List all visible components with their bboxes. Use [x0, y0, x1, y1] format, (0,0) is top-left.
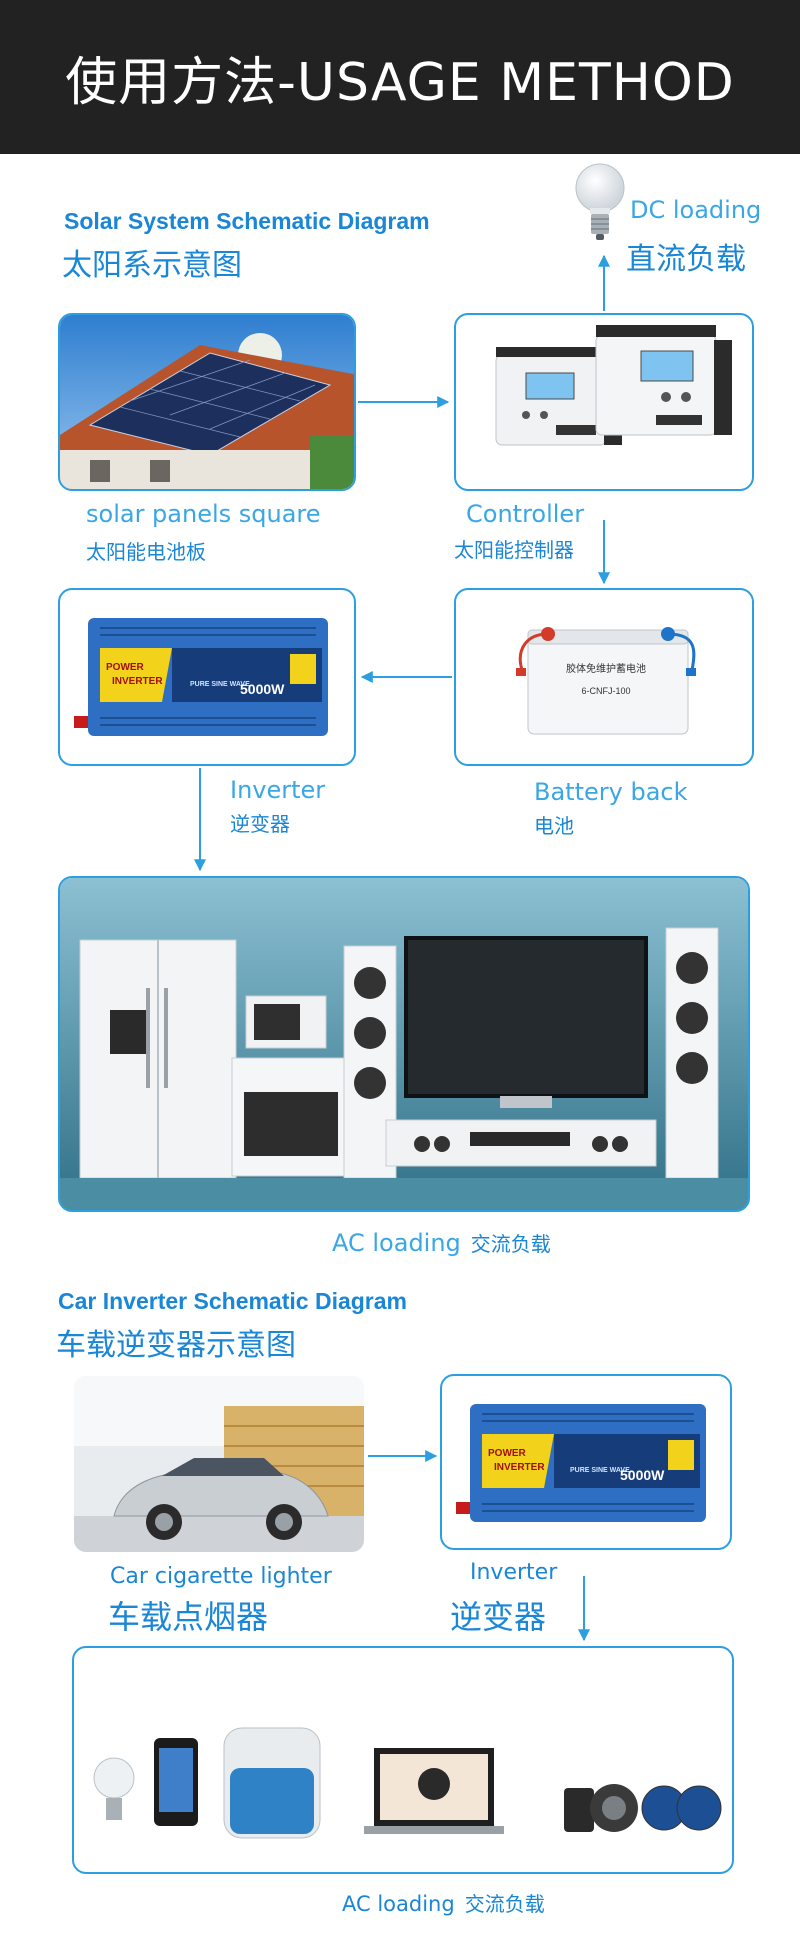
dc-loading-en: DC loading: [630, 196, 762, 224]
svg-text:6-CNFJ-100: 6-CNFJ-100: [581, 686, 630, 696]
car-ac-loading-cn: 交流负载: [464, 1892, 545, 1916]
speaker-icon: [641, 1785, 722, 1831]
page-title: 使用方法-USAGE METHOD: [65, 52, 735, 113]
car-inverter-icon: POWER INVERTER PURE SINE WAVE 5000W: [456, 1404, 706, 1522]
car-ac-box: [72, 1646, 734, 1874]
car-ac-loading-en: AC loading: [342, 1892, 455, 1916]
solar-panel-image: [58, 313, 356, 491]
battery-icon: 胶体免维护蓄电池 6-CNFJ-100: [516, 627, 696, 735]
controller-icon: [495, 325, 732, 446]
ac-loading-en: AC loading: [332, 1229, 461, 1257]
car-inverter-box: POWER INVERTER PURE SINE WAVE 5000W: [440, 1374, 732, 1550]
bulb-icon: [93, 1757, 135, 1820]
car-image: [72, 1374, 366, 1554]
car-ac-devices: [93, 1727, 722, 1839]
svg-text:PURE SINE WAVE: PURE SINE WAVE: [570, 1467, 630, 1474]
svg-text:INVERTER: INVERTER: [494, 1462, 545, 1473]
battery-en: Battery back: [534, 778, 688, 806]
solar-panels-cn: 太阳能电池板: [86, 540, 206, 564]
battery-cn: 电池: [534, 814, 574, 838]
dc-bulb-icon: [575, 163, 625, 240]
ac-loading-cn: 交流负载: [470, 1232, 551, 1256]
battery-box: 胶体免维护蓄电池 6-CNFJ-100: [454, 588, 754, 766]
inverter-cn: 逆变器: [230, 812, 290, 836]
inverter-box: POWER INVERTER PURE SINE WAVE 5000W: [58, 588, 356, 766]
solar-panels-en: solar panels square: [86, 500, 321, 528]
controller-cn: 太阳能控制器: [454, 538, 574, 562]
svg-text:5000W: 5000W: [240, 681, 285, 697]
lighter-en: Car cigarette lighter: [110, 1564, 332, 1589]
phone-icon: [154, 1738, 198, 1826]
svg-text:POWER: POWER: [488, 1448, 527, 1459]
svg-text:POWER: POWER: [106, 662, 145, 673]
inverter-icon: POWER INVERTER PURE SINE WAVE 5000W: [74, 618, 328, 736]
car-title-en: Car Inverter Schematic Diagram: [58, 1288, 407, 1314]
car-inverter-en: Inverter: [470, 1560, 558, 1585]
solar-title-cn: 太阳系示意图: [62, 248, 242, 283]
car-title-cn: 车载逆变器示意图: [56, 1328, 296, 1363]
svg-text:PURE SINE WAVE: PURE SINE WAVE: [190, 681, 250, 688]
controller-box: [454, 313, 754, 491]
svg-text:胶体免维护蓄电池: 胶体免维护蓄电池: [566, 662, 646, 675]
cooler-icon: [223, 1727, 321, 1839]
ac-appliances-image: [58, 876, 750, 1212]
controller-en: Controller: [466, 500, 585, 528]
car-inverter-cn: 逆变器: [450, 1598, 547, 1636]
ac-loading-label: AC loading 交流负载: [332, 1228, 551, 1257]
lighter-cn: 车载点烟器: [108, 1598, 269, 1636]
laptop-icon: [364, 1748, 504, 1834]
solar-title-en: Solar System Schematic Diagram: [64, 208, 430, 234]
inverter-en: Inverter: [230, 776, 326, 804]
car-ac-loading-label: AC loading 交流负载: [342, 1888, 545, 1917]
camera-icon: [564, 1784, 638, 1832]
svg-text:5000W: 5000W: [620, 1467, 665, 1483]
page-header: 使用方法-USAGE METHOD: [0, 0, 800, 154]
svg-text:INVERTER: INVERTER: [112, 676, 163, 687]
dc-loading-cn: 直流负载: [626, 242, 746, 277]
